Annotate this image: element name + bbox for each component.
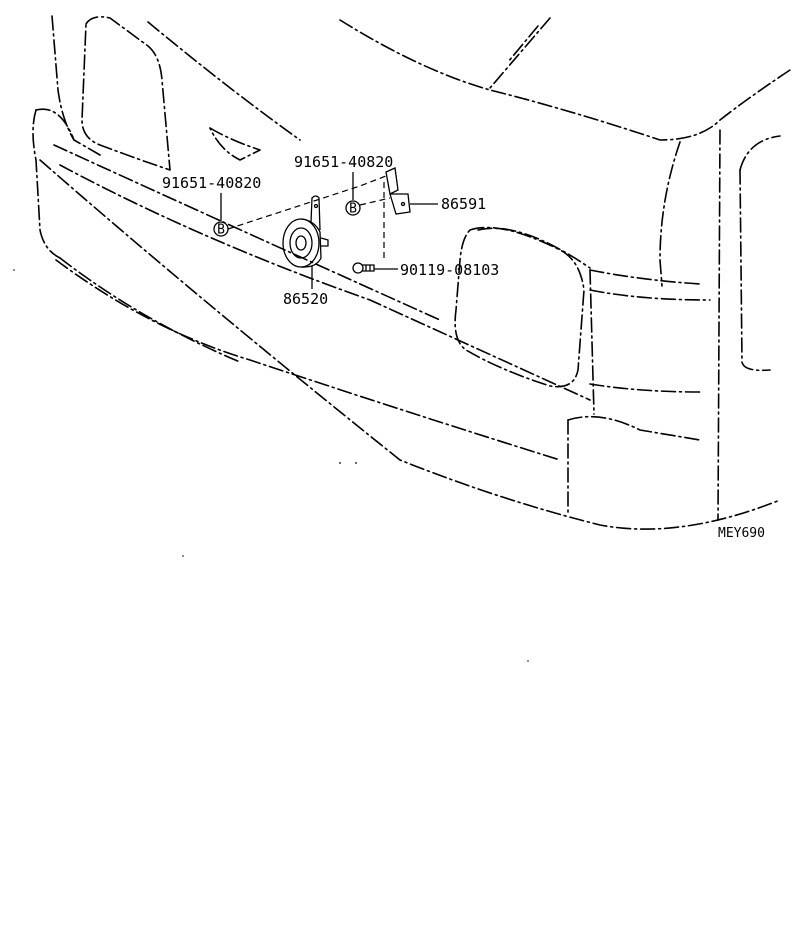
clip-marker-right-letter: B [349, 202, 357, 217]
clip-marker-right: B [345, 200, 361, 217]
clip-marker-left-letter: B [217, 223, 225, 238]
part-label-horn: 86520 [283, 290, 328, 308]
horn-part [282, 195, 329, 268]
part-label-clip-right: 91651-40820 [294, 153, 393, 171]
part-label-bolt: 90119-08103 [400, 261, 499, 279]
leader-lines [220, 172, 438, 289]
installation-lines [227, 175, 391, 258]
bolt-part [352, 262, 375, 274]
vehicle-body-outline [32, 15, 791, 530]
bracket-part [385, 167, 411, 215]
drawing-code: MEY690 [718, 526, 765, 541]
scan-specks [13, 269, 529, 662]
clip-marker-left: B [213, 221, 229, 238]
part-label-clip-left: 91651-40820 [162, 174, 261, 192]
part-label-bracket: 86591 [441, 195, 486, 213]
